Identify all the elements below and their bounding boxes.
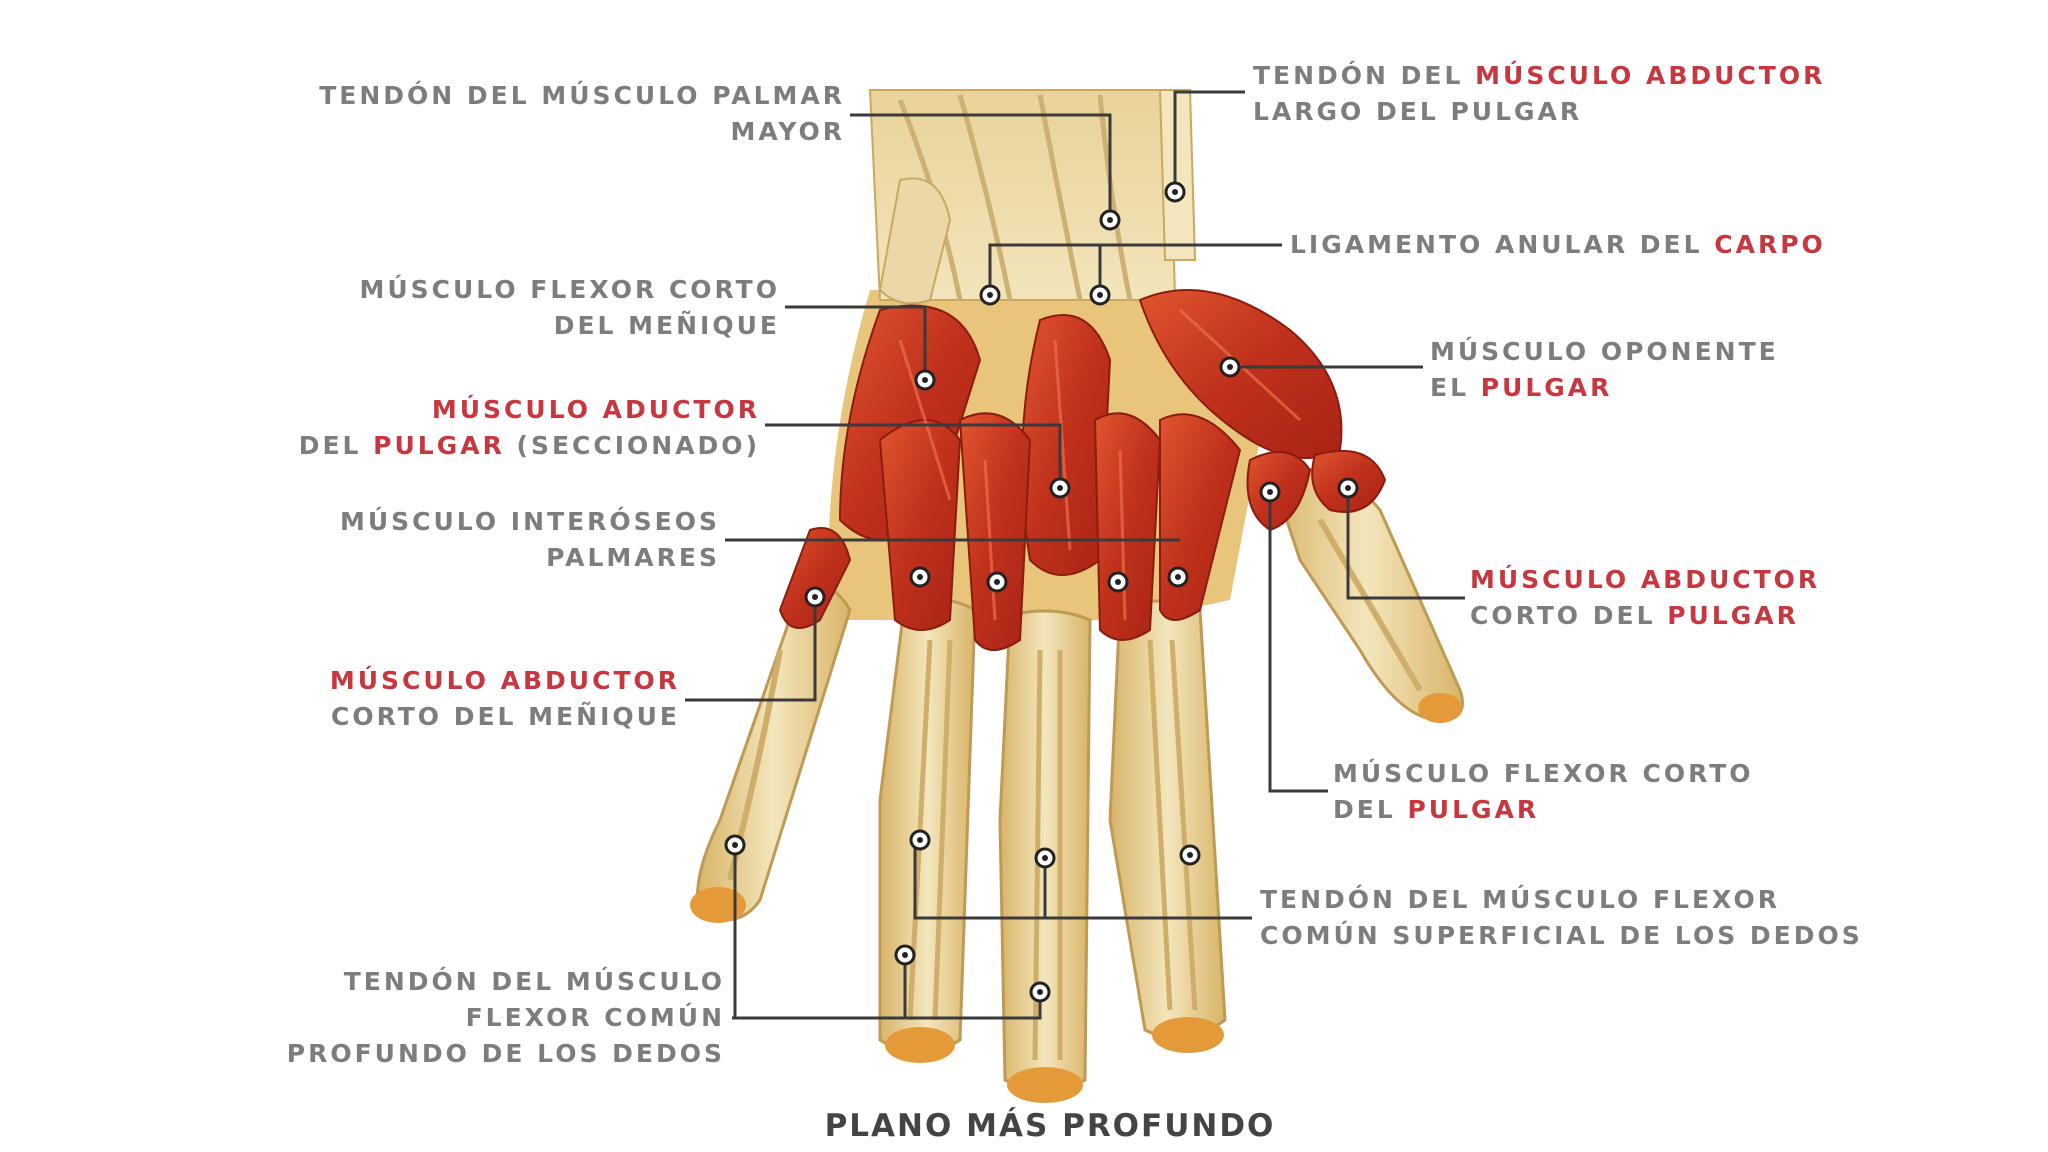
label-tendon-abductor-largo-pulgar: TENDÓN DEL MÚSCULO ABDUCTOR LARGO DEL PU… (1253, 61, 1826, 126)
thumb-tip (1418, 693, 1462, 723)
label-ligamento-anular-carpo: LIGAMENTO ANULAR DEL CARPO (1290, 230, 1826, 259)
label-flexor-corto-menique: MÚSCULO FLEXOR CORTO DEL MEÑIQUE (359, 275, 780, 340)
leader-abductor-corto-pulgar (1346, 488, 1465, 600)
label-interoseos-palmares: MÚSCULO INTERÓSEOS PALMARES (339, 507, 720, 572)
interosseous-muscle-2 (958, 412, 1032, 651)
leader-aductor-pulgar (765, 423, 1062, 488)
interosseous-muscle-3 (1093, 412, 1162, 641)
middle-tip (1007, 1067, 1083, 1103)
adductor-pollicis-muscle (1021, 314, 1112, 576)
leader-palmar-mayor (850, 113, 1112, 220)
label-tendon-flexor-profundo: TENDÓN DEL MÚSCULO FLEXOR COMÚN PROFUNDO… (286, 967, 725, 1068)
leader-lines (685, 90, 1465, 1020)
abductor-digiti-minimi-muscle (778, 527, 852, 629)
ring-tip (885, 1027, 955, 1063)
leader-flexor-corto-pulgar (1268, 492, 1328, 793)
pinky-finger (696, 584, 852, 922)
label-tendon-palmar-mayor: TENDÓN DEL MÚSCULO PALMAR MAYOR (319, 81, 845, 146)
label-aductor-pulgar: MÚSCULO ADUCTOR DEL PULGAR (SECCIONADO) (298, 395, 760, 460)
label-oponente-pulgar: MÚSCULO OPONENTE EL PULGAR (1430, 337, 1779, 402)
label-abductor-corto-menique: MÚSCULO ABDUCTOR CORTO DEL MEÑIQUE (329, 666, 680, 731)
diagram-caption: PLANO MÁS PROFUNDO (824, 1108, 1276, 1144)
label-flexor-corto-pulgar: MÚSCULO FLEXOR CORTO DEL PULGAR (1333, 759, 1754, 824)
leader-flexor-corto-menique (785, 305, 927, 380)
pisiform-bone (878, 177, 952, 305)
abductor-tendon-strip (1158, 89, 1197, 261)
label-abductor-corto-pulgar: MÚSCULO ABDUCTOR CORTO DEL PULGAR (1470, 565, 1821, 630)
label-tendon-flexor-superficial: TENDÓN DEL MÚSCULO FLEXOR COMÚN SUPERFIC… (1260, 885, 1863, 950)
leader-abductor-largo-pulgar (1173, 90, 1245, 192)
leader-abductor-corto-menique (685, 597, 817, 702)
index-tip (1152, 1017, 1224, 1053)
pinky-tip (690, 887, 746, 923)
leader-ligamento-anular (988, 243, 1282, 295)
leader-flexor-superficial (913, 840, 1252, 920)
